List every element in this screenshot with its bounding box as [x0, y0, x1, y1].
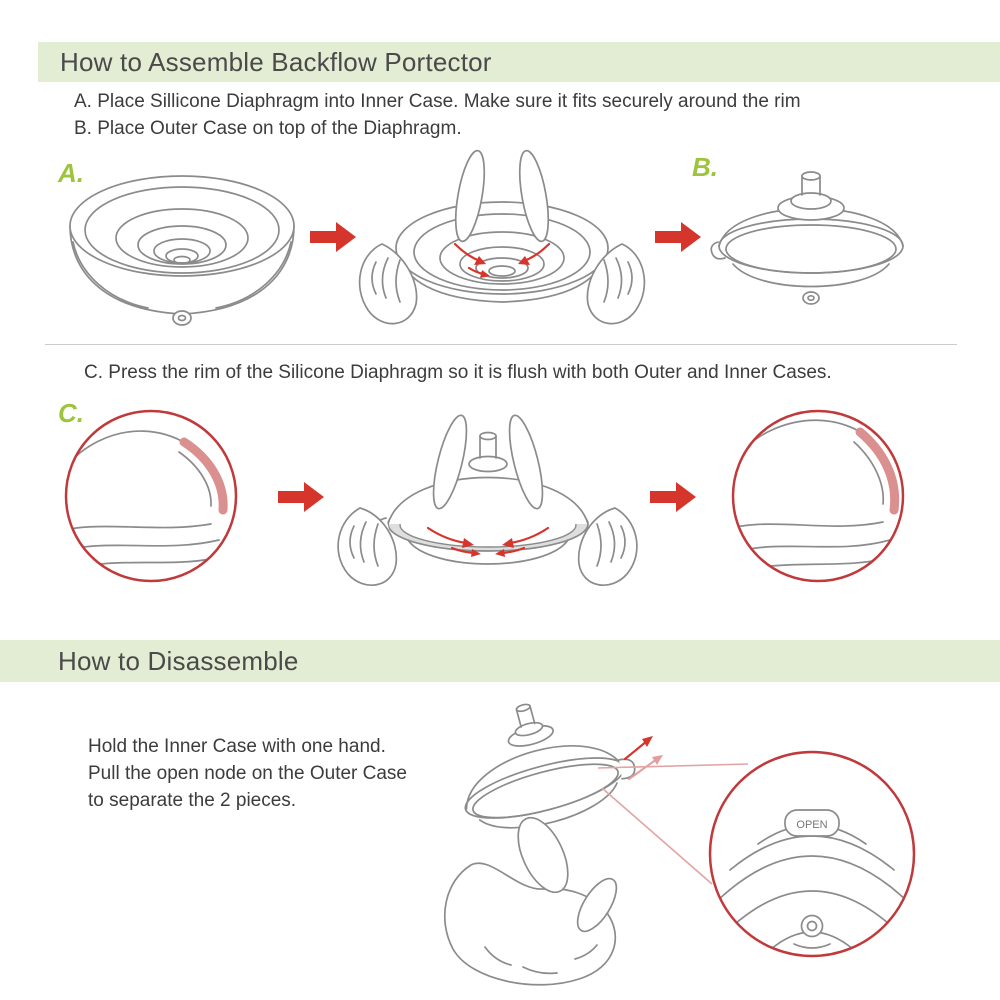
inner-case-illustration [69, 175, 295, 326]
disassemble-title: How to Disassemble [58, 645, 299, 676]
flow-arrow-icon [278, 482, 324, 512]
assemble-steps-text: A. Place Sillicone Diaphragm into Inner … [74, 88, 801, 142]
bottom-nub [800, 914, 824, 938]
left-hand [358, 243, 418, 325]
stem [801, 175, 821, 196]
assemble-title: How to Assemble Backflow Portector [60, 46, 492, 77]
magnifier-circle [64, 409, 238, 583]
open-tab [784, 809, 840, 837]
hands-placing-diaphragm-illustration [358, 149, 646, 325]
section-divider [45, 344, 957, 345]
left-finger [432, 414, 468, 510]
tilted-case [464, 703, 636, 829]
silicone-rim-highlight [179, 437, 228, 515]
step-a-label: A. [58, 158, 84, 188]
silicone-rim-highlight [855, 427, 900, 515]
right-hand [586, 243, 646, 325]
left-hand [337, 507, 398, 586]
step-c-label: C. [58, 398, 84, 428]
step-b-label: B. [692, 152, 718, 182]
thumb [517, 816, 569, 894]
step-a-text: A. Place Sillicone Diaphragm into Inner … [74, 91, 801, 112]
disassemble-section-banner: How to Disassemble [0, 640, 1000, 682]
stem [515, 705, 536, 728]
open-tab-label: OPEN [796, 819, 827, 831]
left-finger [454, 149, 486, 243]
open-tab [618, 758, 636, 780]
magnifier-leader-lines [597, 763, 749, 885]
bottom-nub [172, 310, 192, 326]
bottom-nub [802, 291, 820, 305]
magnified-rim-before-illustration [64, 409, 238, 583]
instruction-line: Hold the Inner Case with one hand. [88, 736, 386, 757]
assemble-section-banner: How to Assemble Backflow Portector [38, 42, 1000, 82]
flow-arrow-icon [650, 482, 696, 512]
instruction-line: Pull the open node on the Outer Case [88, 763, 408, 784]
silicone-diaphragm [413, 213, 591, 291]
index-finger [576, 877, 618, 933]
right-finger [518, 149, 550, 243]
gripping-hand [443, 816, 618, 986]
disassemble-instructions: Hold the Inner Case with one hand. Pull … [88, 733, 407, 814]
flow-arrow-icon [655, 222, 701, 252]
magnified-rim-flush-illustration [731, 409, 905, 583]
stem [479, 435, 497, 459]
magnifier-circle [708, 750, 916, 958]
step-c-text: C. Press the rim of the Silicone Diaphra… [84, 362, 832, 383]
open-tab [710, 241, 726, 260]
right-hand [577, 507, 638, 586]
hand-pulling-open-node-illustration [443, 703, 663, 986]
right-finger [508, 414, 544, 510]
magnifier-circle [731, 409, 905, 583]
flow-arrow-icon [310, 222, 356, 252]
magnified-open-node-illustration: OPEN [708, 750, 916, 958]
outer-case-assembled-illustration [710, 171, 904, 305]
step-b-text: B. Place Outer Case on top of the Diaphr… [74, 118, 462, 139]
instruction-line: to separate the 2 pieces. [88, 790, 297, 811]
hands-pressing-rim-illustration [337, 414, 638, 586]
